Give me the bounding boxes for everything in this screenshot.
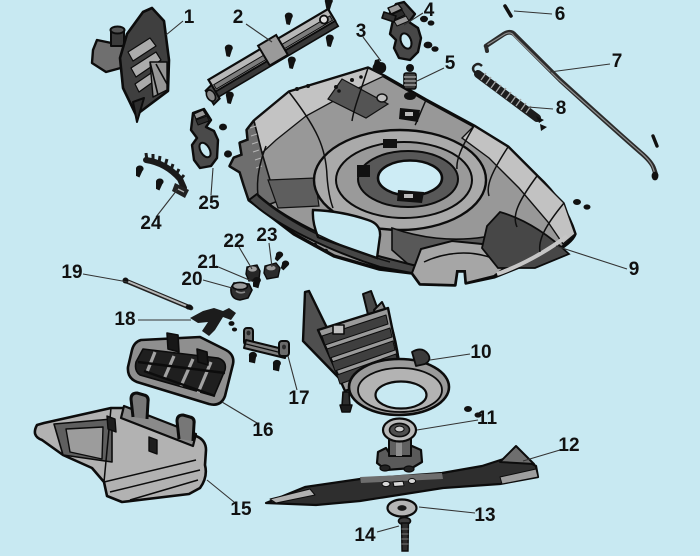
svg-text:15: 15 [230,499,252,520]
svg-text:18: 18 [114,309,135,330]
svg-text:16: 16 [252,420,273,441]
svg-text:12: 12 [558,435,579,456]
svg-text:22: 22 [223,231,244,252]
svg-text:14: 14 [354,525,376,546]
svg-text:8: 8 [556,98,567,119]
svg-text:2: 2 [233,7,244,28]
svg-text:10: 10 [470,342,491,363]
svg-text:3: 3 [356,21,367,42]
svg-text:20: 20 [181,269,202,290]
svg-text:6: 6 [555,4,566,25]
svg-text:5: 5 [445,53,456,74]
svg-text:13: 13 [474,505,495,526]
svg-text:11: 11 [477,408,498,429]
svg-text:24: 24 [140,213,162,234]
svg-text:7: 7 [612,51,623,72]
svg-text:21: 21 [197,252,219,273]
svg-text:23: 23 [256,225,277,246]
svg-text:19: 19 [61,262,82,283]
svg-text:1: 1 [184,7,195,28]
svg-text:17: 17 [288,388,309,409]
svg-text:9: 9 [629,259,640,280]
svg-text:25: 25 [198,193,220,214]
svg-text:4: 4 [424,0,435,21]
